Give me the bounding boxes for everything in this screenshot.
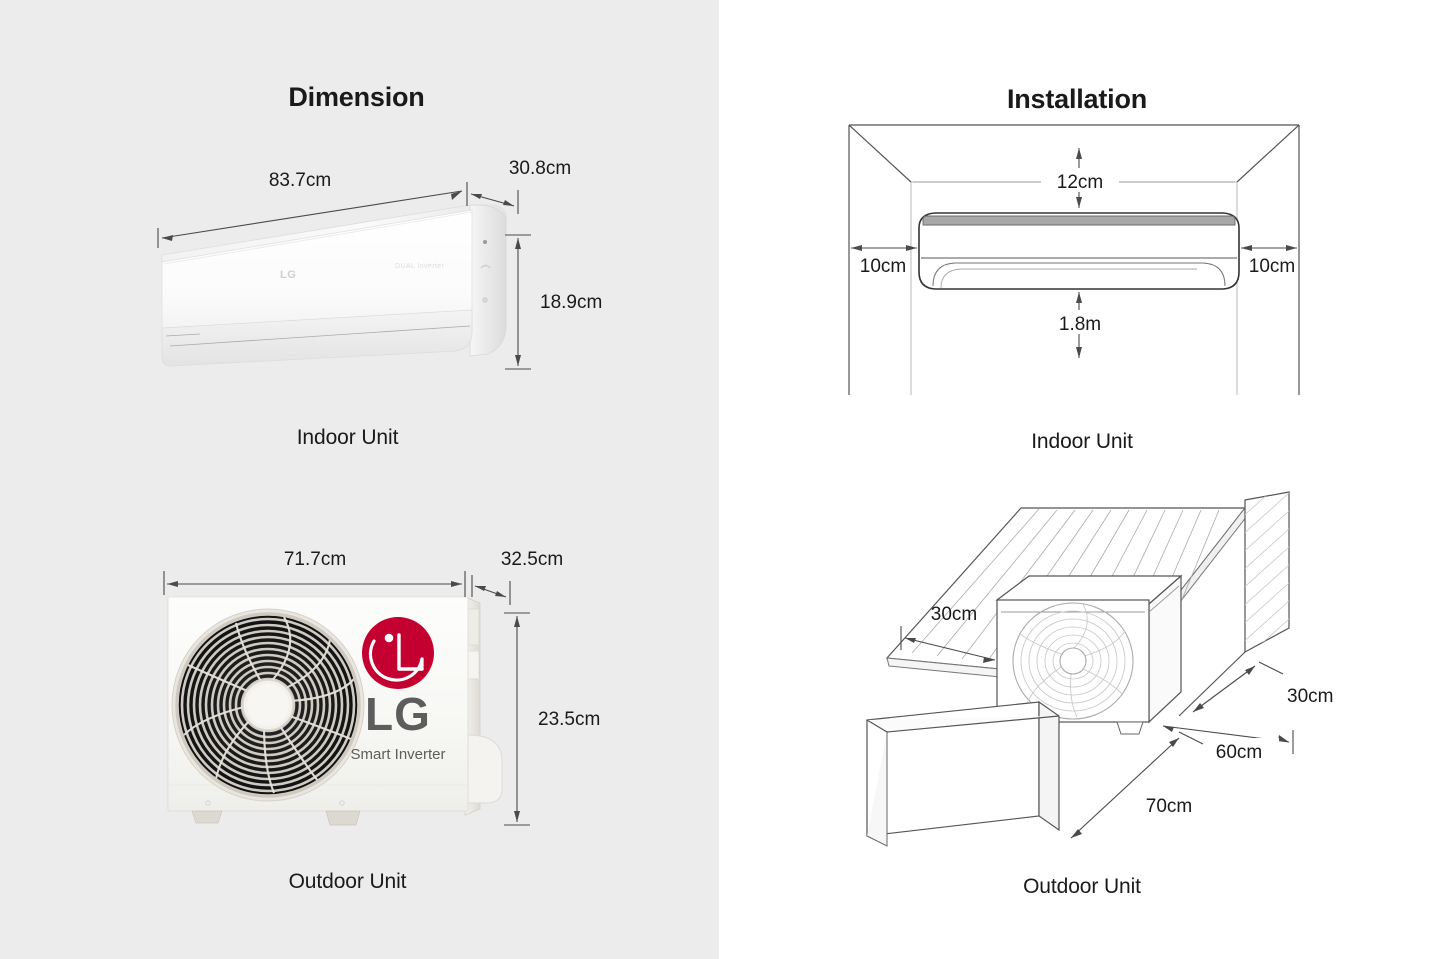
outdoor-depth-dimension: 32.5cm [471, 549, 563, 605]
front-obstacle-slab [866, 700, 1060, 847]
outdoor-unit-foot-left [191, 810, 223, 824]
clearance-front-dimension: 30cm [900, 604, 996, 663]
clearance-side-dimension: 60cm [1162, 725, 1294, 763]
clearance-front-label: 30cm [931, 604, 977, 625]
outdoor-unit-fan-lineart [1012, 602, 1134, 720]
outdoor-unit-lg-logo-mark [362, 617, 434, 689]
clearance-left-label: 10cm [860, 256, 906, 277]
floor-height-label: 1.8m [1059, 314, 1101, 335]
outdoor-height-dimension: 23.5cm [504, 612, 600, 826]
outdoor-unit-foot-right [325, 810, 361, 826]
building-wall [1244, 491, 1290, 654]
indoor-unit-dual-inverter-badge: DUAL Inverter [395, 263, 445, 270]
outdoor-unit-pipe-cover [467, 734, 503, 804]
indoor-height-label: 18.9cm [540, 292, 602, 313]
clearance-top-label: 12cm [1057, 172, 1103, 193]
clearance-rear-label: 30cm [1287, 686, 1333, 707]
indoor-width-label: 83.7cm [269, 170, 331, 191]
installation-panel-title: Installation [1006, 84, 1148, 114]
indoor-unit-outline [918, 212, 1240, 290]
indoor-unit-sensor-dot [483, 240, 487, 244]
indoor-installation-caption: Indoor Unit [1031, 430, 1133, 453]
outdoor-unit-tagline: Smart Inverter [350, 746, 445, 763]
outdoor-installation-caption: Outdoor Unit [1023, 875, 1141, 898]
indoor-height-dimension: 18.9cm [505, 234, 602, 370]
clearance-right-label: 10cm [1249, 256, 1295, 277]
outdoor-width-label: 71.7cm [284, 549, 346, 570]
installation-panel: Installation [719, 0, 1445, 959]
clearance-service-label: 70cm [1146, 796, 1192, 817]
clearance-side-label: 60cm [1216, 742, 1262, 763]
dimension-panel-title: Dimension [288, 82, 425, 112]
indoor-installation-figure: 12cm 10cm 10cm [829, 110, 1339, 400]
indoor-unit-lg-logo: LG [280, 269, 296, 281]
outdoor-depth-label: 32.5cm [501, 549, 563, 570]
dimension-panel: Dimension [0, 0, 719, 959]
clearance-service-dimension: 70cm [1070, 731, 1204, 839]
indoor-depth-label: 30.8cm [509, 158, 571, 179]
clearance-right-dimension: 10cm [1241, 245, 1297, 277]
outdoor-height-label: 23.5cm [538, 709, 600, 730]
indoor-width-dimension: 83.7cm [157, 168, 463, 248]
clearance-left-dimension: 10cm [851, 245, 917, 277]
outdoor-unit-iso-foot-right [1116, 721, 1144, 735]
clearance-rear-dimension: 30cm [1192, 661, 1333, 713]
indoor-depth-dimension: 30.8cm [466, 158, 571, 214]
outdoor-width-dimension: 71.7cm [163, 547, 466, 597]
outdoor-unit-fan-grille [171, 608, 365, 802]
outdoor-unit-isometric [995, 574, 1183, 735]
floor-height-dimension: 1.8m [1045, 292, 1115, 358]
clearance-top-dimension: 12cm [913, 148, 1235, 208]
outdoor-unit-lg-wordmark: LG [365, 688, 431, 740]
indoor-unit-dimension-caption: Indoor Unit [296, 426, 399, 449]
indoor-unit-dimension-figure: LG DUAL Inverter 83.7cm [140, 150, 630, 400]
outdoor-unit-dimension-figure: LG Smart Inverter 71.7cm [150, 545, 640, 845]
outdoor-installation-figure: 30cm 30cm 60cm [849, 480, 1369, 860]
outdoor-unit-dimension-caption: Outdoor Unit [288, 870, 407, 893]
